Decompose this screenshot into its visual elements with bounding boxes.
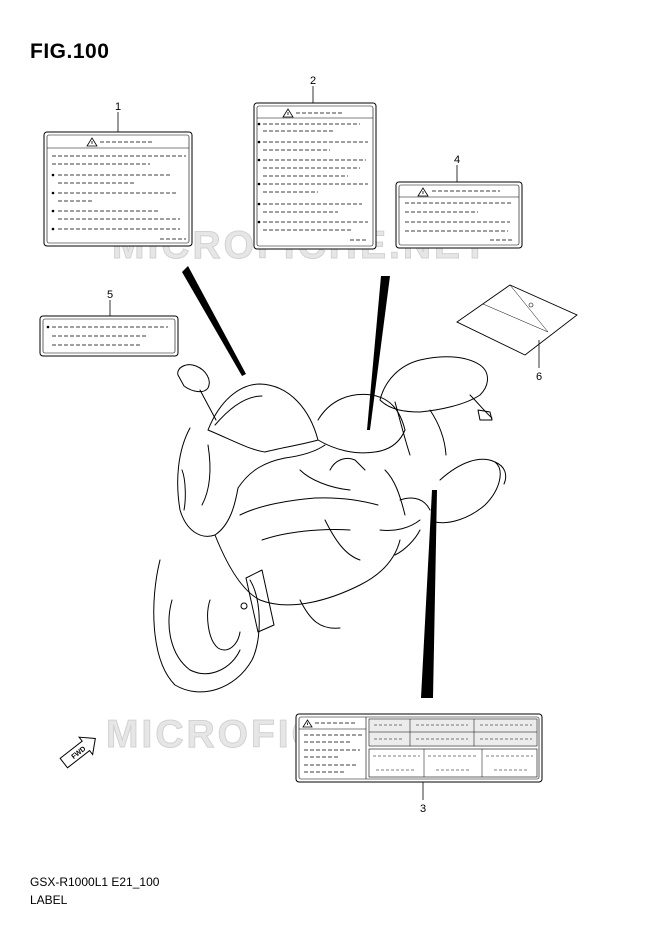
label-5-sticker	[39, 315, 179, 357]
leader-lines	[109, 86, 540, 800]
warning-triangle-icon	[302, 719, 313, 728]
model-code: GSX-R1000L1 E21_100	[30, 875, 160, 889]
forward-direction-marker: FWD	[59, 736, 96, 769]
callout-4: 4	[454, 154, 460, 166]
label-6-sheet	[456, 284, 578, 356]
label-2-warning-sticker	[253, 102, 377, 250]
label-1-warning-sticker	[43, 131, 193, 247]
label-3-info-plate	[295, 713, 543, 783]
warning-triangle-icon	[417, 187, 429, 197]
callout-6: 6	[536, 371, 542, 383]
callout-1: 1	[115, 101, 121, 113]
warning-triangle-icon	[86, 137, 98, 147]
callout-5: 5	[107, 289, 113, 301]
callout-2: 2	[310, 75, 316, 87]
pointer-wedges	[182, 266, 437, 698]
section-name: LABEL	[30, 893, 68, 907]
callout-3: 3	[420, 803, 426, 815]
label-4-warning-sticker	[395, 181, 523, 249]
motorcycle-drawing	[153, 356, 507, 693]
warning-triangle-icon	[282, 108, 294, 118]
callout-numbers: 1 2 3 4 5 6	[107, 75, 542, 815]
figure-title: FIG.100	[30, 40, 110, 63]
